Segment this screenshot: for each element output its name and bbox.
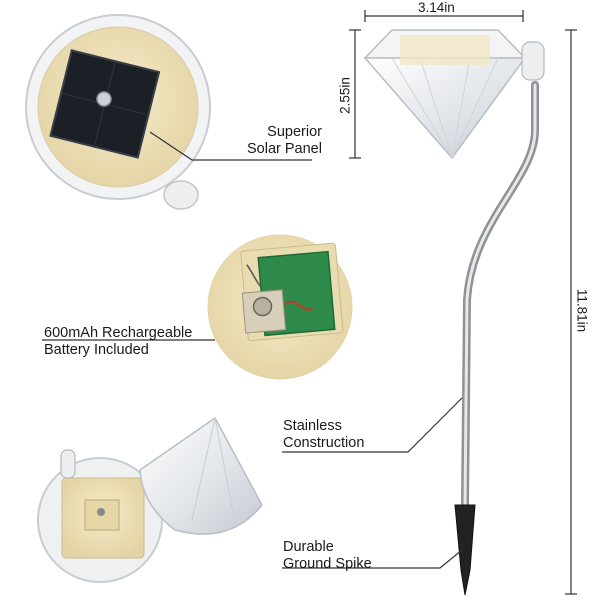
callout-spike-line2: Ground Spike	[283, 556, 372, 572]
assembled-light	[363, 29, 545, 596]
callout-construction: Stainless Construction	[283, 418, 364, 452]
dimension-width: 3.14in	[418, 0, 455, 15]
dimension-lines	[349, 10, 577, 595]
opened-light-view	[37, 416, 263, 583]
callout-spike: Durable Ground Spike	[283, 539, 372, 573]
light-sensor-icon	[96, 91, 112, 107]
solar-panel-view	[25, 14, 211, 210]
callout-spike-line1: Durable	[283, 539, 334, 555]
callout-battery-line2: Battery Included	[44, 342, 149, 358]
callout-battery-line1: 600mAh Rechargeable	[44, 325, 193, 341]
callout-battery: 600mAh Rechargeable Battery Included	[44, 325, 192, 359]
battery-view	[207, 234, 353, 380]
ground-spike	[454, 504, 476, 596]
dimension-height: 2.55in	[337, 77, 353, 114]
callout-construction-line2: Construction	[283, 435, 365, 451]
callout-solar-panel-line1: Superior	[267, 124, 322, 140]
led-housing	[163, 180, 199, 210]
dimension-length: 11.81in	[574, 288, 590, 333]
led-post	[60, 449, 76, 479]
callout-solar-panel: Superior Solar Panel	[247, 124, 322, 158]
callout-construction-line1: Stainless	[283, 418, 342, 434]
callout-leaders	[42, 131, 463, 569]
stainless-stake	[463, 83, 537, 507]
led-bulb	[521, 41, 545, 81]
callout-solar-panel-line2: Solar Panel	[247, 141, 322, 157]
diamond-bottom	[363, 57, 527, 160]
